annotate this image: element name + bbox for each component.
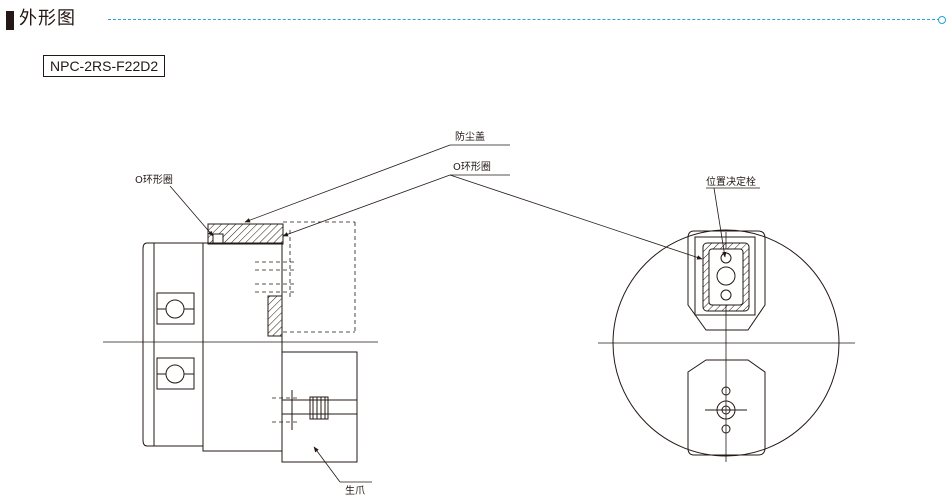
positioning-pin-label: 位置决定栓 [706,175,756,188]
o-ring-left-leader [169,185,214,237]
o-ring-right-label: O环形圈 [453,161,491,173]
o-ring-right-leader-b [449,174,703,260]
side-callouts [169,144,703,483]
o-ring-left-label: O环形圈 [135,174,173,186]
section-title: 外形图 [19,8,76,29]
dust-cover-leader [244,144,451,223]
o-ring-section [267,295,283,337]
front-callouts [706,187,760,258]
jaw-label: 生爪 [345,484,365,497]
model-code-label: NPC-2RS-F22D2 [43,55,166,77]
lower-jaw [687,359,766,456]
positioning-pin-leader [713,187,727,258]
side-view [103,221,378,463]
section-header: 外形图 [0,0,951,40]
o-ring-right-leader-a [282,174,451,237]
dust-cover-label: 防尘盖 [455,130,485,143]
divider-end-icon [938,16,946,24]
front-view [598,229,855,462]
chuck-body [142,242,204,447]
middle-body [202,242,283,452]
header-divider [108,19,940,20]
jaw-leader [313,446,341,483]
jaw-block [281,351,358,463]
section-marker-icon [6,11,14,30]
upper-jaw [687,230,766,331]
